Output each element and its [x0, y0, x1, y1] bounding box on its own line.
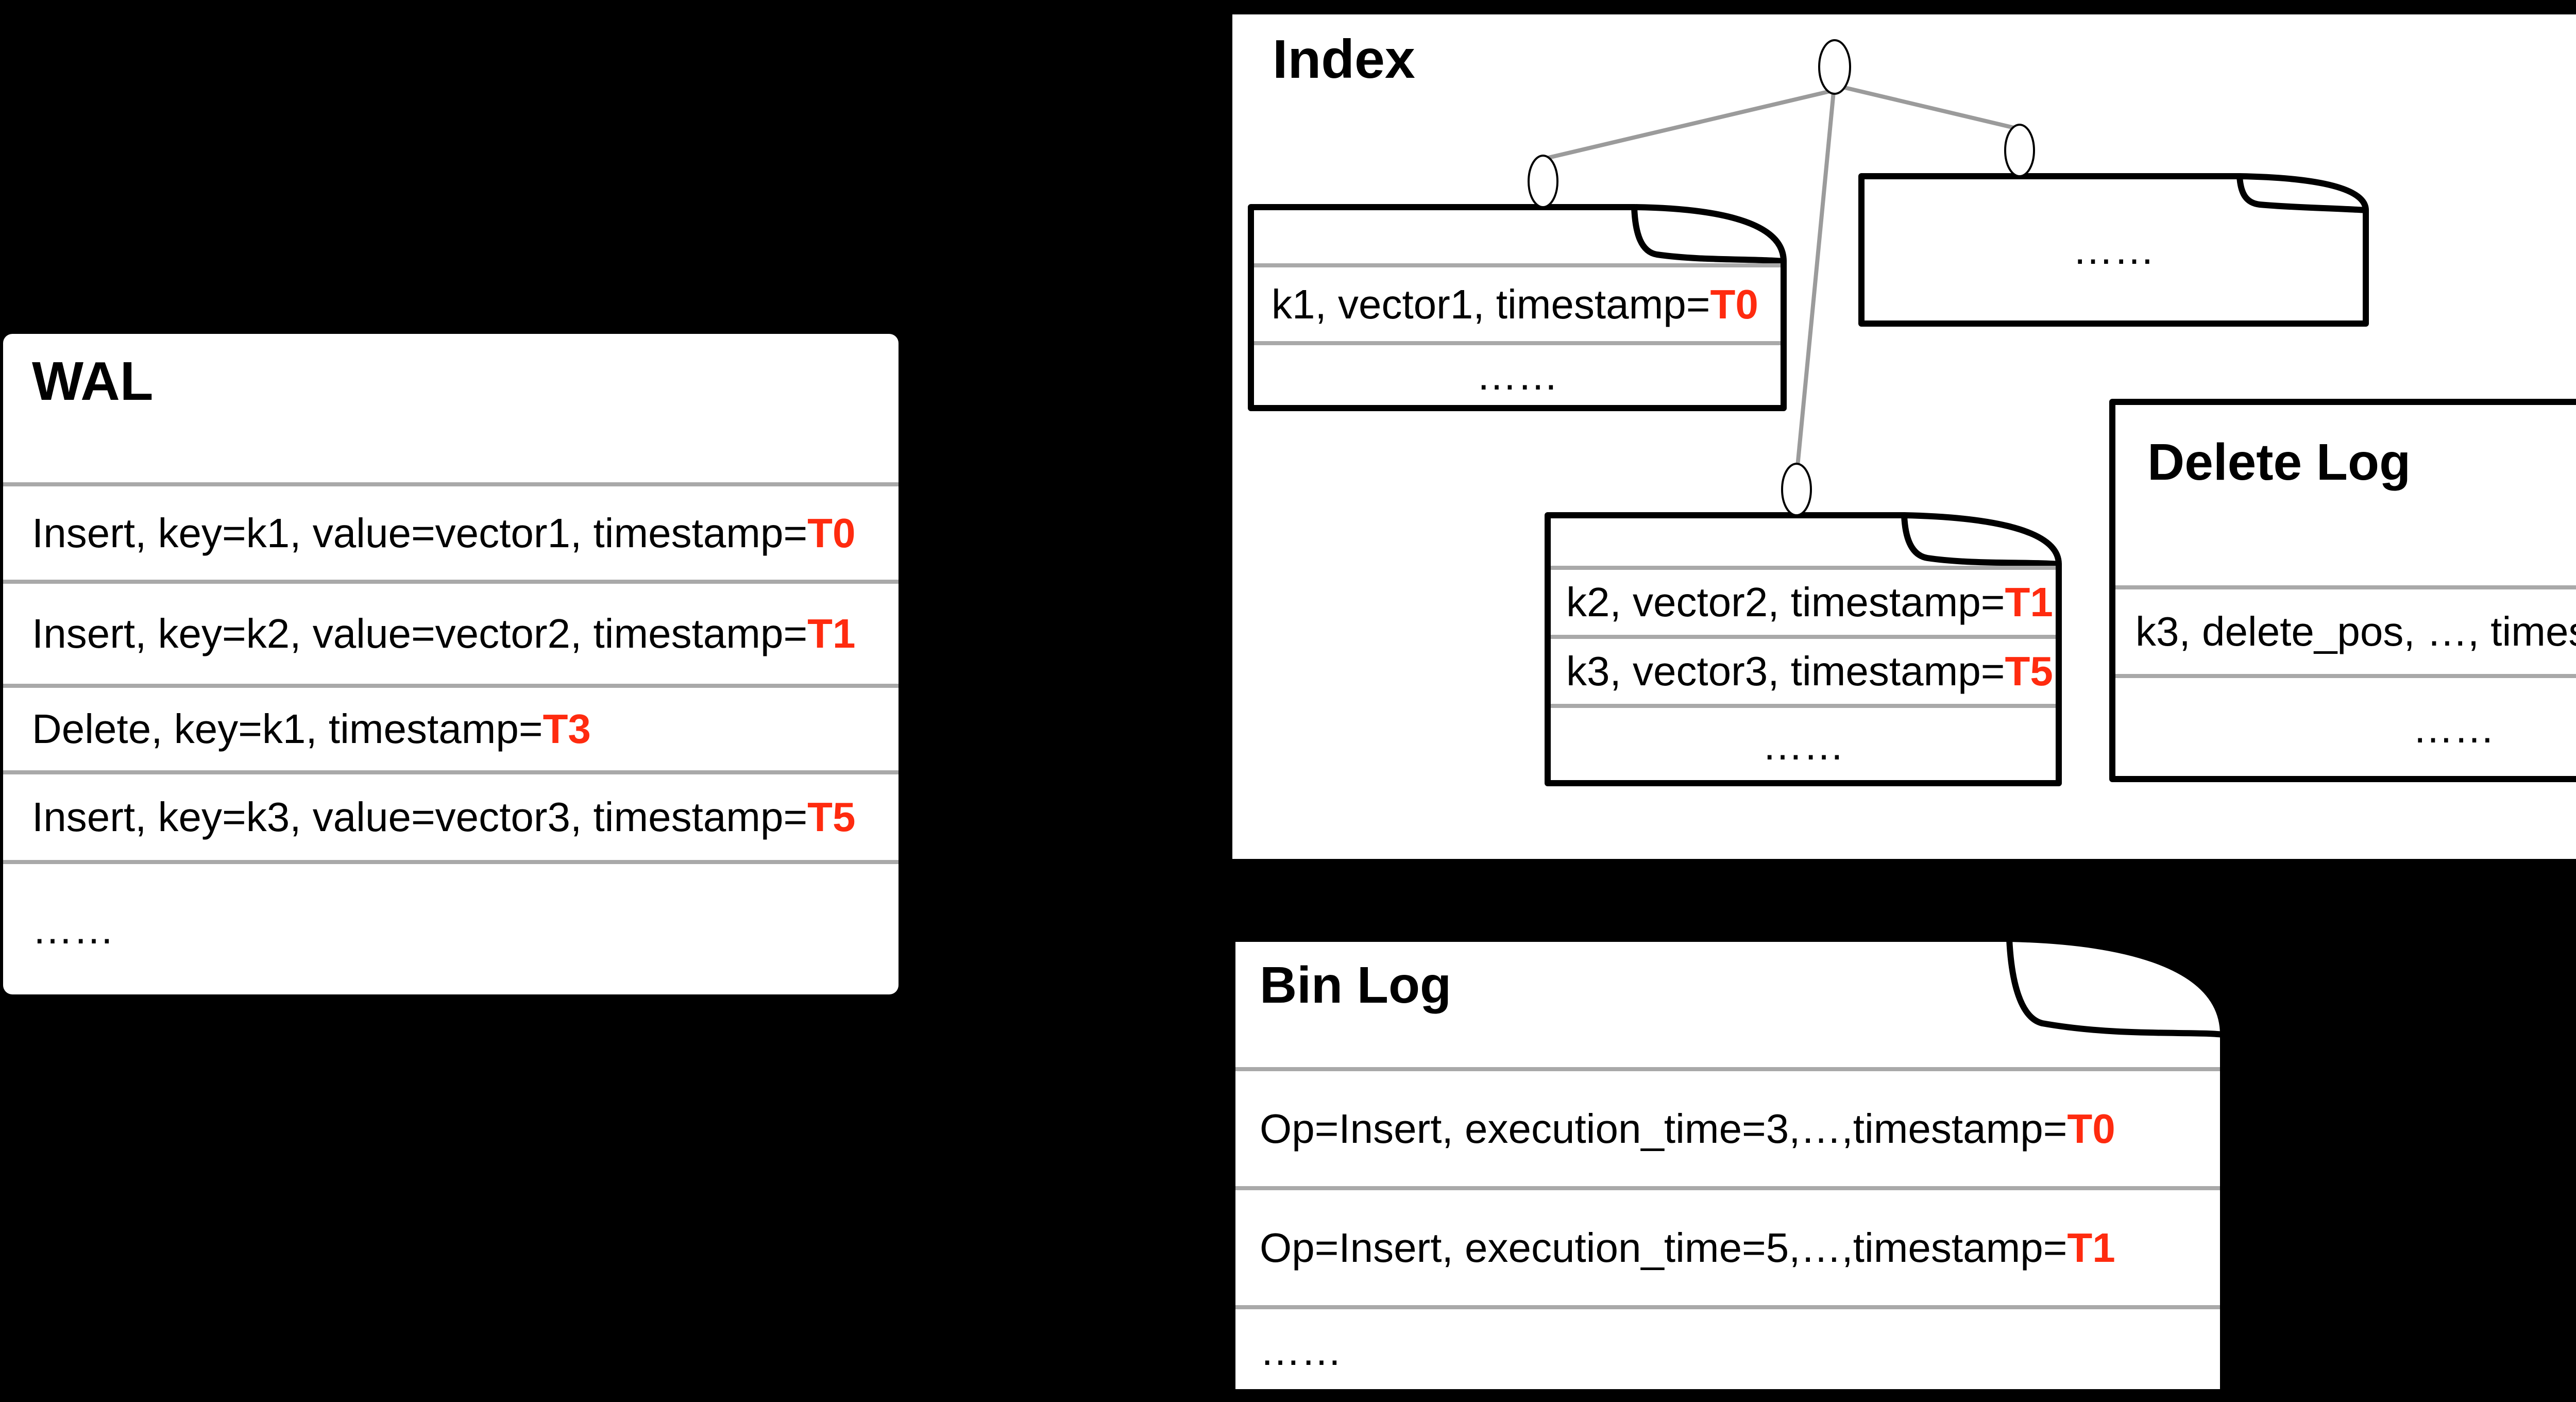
- index-left-doc-row: k1, vector1, timestamp=T0: [1272, 267, 1758, 341]
- bin-log-row-text: Op=Insert, execution_time=5,…,timestamp=: [1260, 1224, 2067, 1271]
- index-left-doc-separator: [1254, 263, 1781, 267]
- bin-log-row-timestamp: T1: [2067, 1224, 2115, 1271]
- index-left-doc-row-text: k1, vector1, timestamp=: [1272, 281, 1710, 327]
- wal-row-text: Insert, key=k1, value=vector1, timestamp…: [32, 510, 808, 556]
- tree-edge-root-middle: [1795, 91, 1836, 467]
- index-middle-doc-row-text: k2, vector2, timestamp=: [1566, 579, 2005, 625]
- bin-log-row: Op=Insert, execution_time=5,…,timestamp=…: [1260, 1190, 2115, 1305]
- wal-row-timestamp: T3: [543, 706, 591, 752]
- index-middle-doc-row: k2, vector2, timestamp=T1: [1566, 570, 2053, 635]
- index-middle-doc-fold-icon: [1901, 512, 2062, 567]
- tree-left-node: [1528, 155, 1558, 208]
- tree-middle-node: [1781, 463, 1812, 516]
- index-left-doc-fold-icon: [1631, 204, 1787, 264]
- index-middle-doc-separator: [1551, 635, 2056, 639]
- index-middle-doc-separator: [1551, 566, 2056, 570]
- wal-row: Delete, key=k1, timestamp=T3: [32, 688, 591, 770]
- wal-row: Insert, key=k1, value=vector1, timestamp…: [32, 486, 856, 580]
- delete-log-doc-shape: [2109, 399, 2576, 782]
- wal-title: WAL: [32, 351, 154, 412]
- delete-log-row-text: ……: [2412, 705, 2495, 751]
- delete-log-row: ……: [2112, 678, 2576, 779]
- index-left-doc-separator: [1254, 341, 1781, 345]
- index-middle-doc-row: ……: [1548, 708, 2059, 783]
- delete-log-row: k3, delete_pos, …, timestamp=T3: [2136, 589, 2576, 674]
- bin-log-row-timestamp: T0: [2067, 1105, 2115, 1152]
- wal-separator: [3, 482, 899, 486]
- index-right-doc-fold-icon: [2236, 173, 2369, 213]
- index-middle-doc-row-text: ……: [1762, 722, 1844, 768]
- bin-log-separator: [1235, 1186, 2220, 1190]
- bin-log-doc-shape: [1229, 936, 2226, 1395]
- wal-separator: [3, 580, 899, 584]
- delete-log-title: Delete Log: [2147, 433, 2411, 491]
- wal-row-timestamp: T5: [807, 794, 856, 840]
- index-middle-doc-row-timestamp: T1: [2005, 579, 2053, 625]
- wal-panel: [3, 334, 899, 994]
- wal-separator: [3, 860, 899, 864]
- bin-log-row-text: Op=Insert, execution_time=3,…,timestamp=: [1260, 1105, 2067, 1152]
- wal-row: Insert, key=k2, value=vector2, timestamp…: [32, 584, 856, 684]
- wal-separator: [3, 684, 899, 688]
- tree-right-node: [2004, 124, 2035, 177]
- wal-row-timestamp: T1: [807, 611, 856, 656]
- wal-row: ……: [32, 864, 114, 994]
- bin-log-separator: [1235, 1067, 2220, 1071]
- delete-log-row-text: k3, delete_pos, …, timestamp=: [2136, 609, 2576, 654]
- wal-row: Insert, key=k3, value=vector3, timestamp…: [32, 774, 856, 860]
- index-title: Index: [1273, 29, 1415, 90]
- wal-row-timestamp: T0: [807, 510, 856, 556]
- bin-log-doc-fold-icon: [2006, 936, 2226, 1038]
- wal-row-text: Insert, key=k2, value=vector2, timestamp…: [32, 611, 808, 656]
- index-left-doc-row: ……: [1251, 345, 1784, 406]
- index-middle-doc-separator: [1551, 704, 2056, 708]
- bin-log-separator: [1235, 1305, 2220, 1309]
- wal-row-text: ……: [32, 906, 114, 952]
- bin-log-row-text: ……: [1260, 1327, 1342, 1374]
- index-right-doc-row-text: ……: [2072, 227, 2155, 273]
- bin-log-row: Op=Insert, execution_time=3,…,timestamp=…: [1260, 1071, 2115, 1186]
- index-left-doc-row-timestamp: T0: [1710, 281, 1758, 327]
- bin-log-title: Bin Log: [1260, 956, 1452, 1014]
- tree-edge-root-left: [1544, 88, 1835, 161]
- bin-log-row: ……: [1260, 1309, 1342, 1392]
- tree-root-node: [1818, 39, 1851, 95]
- delete-log-separator: [2115, 674, 2576, 678]
- wal-row-text: Delete, key=k1, timestamp=: [32, 706, 543, 752]
- index-middle-doc-row-text: k3, vector3, timestamp=: [1566, 648, 2005, 694]
- index-right-doc-row: ……: [1861, 176, 2366, 324]
- index-left-doc-row-text: ……: [1476, 352, 1558, 398]
- tree-edge-root-right: [1840, 85, 2019, 131]
- wal-row-text: Insert, key=k3, value=vector3, timestamp…: [32, 794, 808, 840]
- delete-log-separator: [2115, 585, 2576, 589]
- index-middle-doc-row-timestamp: T5: [2005, 648, 2053, 694]
- index-middle-doc-row: k3, vector3, timestamp=T5: [1566, 639, 2053, 704]
- wal-separator: [3, 770, 899, 774]
